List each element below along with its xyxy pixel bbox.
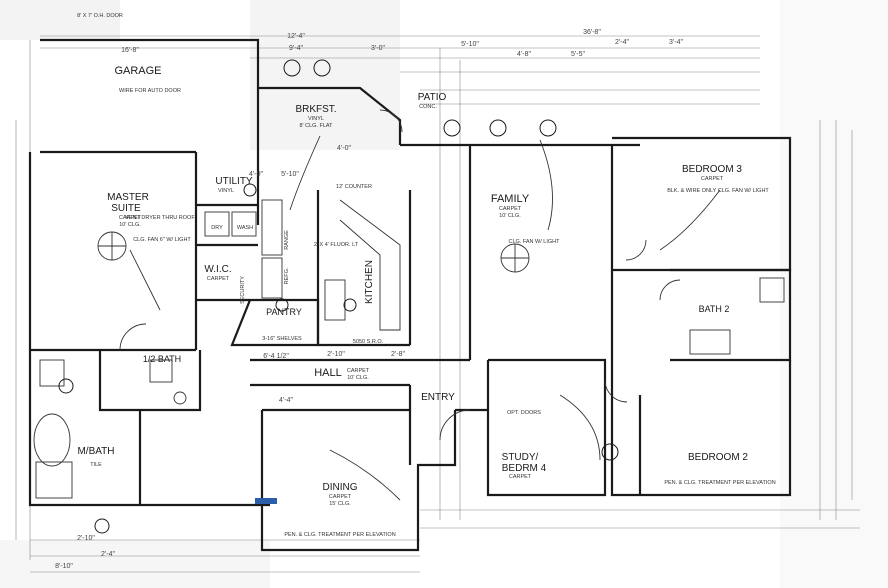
dim-kitchen-depth: 4'-0"	[337, 145, 351, 152]
note-master: VENT DRYER THRU ROOF	[125, 215, 195, 221]
room-breakfast-note2: 8' CLG. FLAT	[299, 123, 333, 129]
dim-garage: 16'-8"	[121, 47, 139, 54]
room-wic: W.I.C.	[204, 264, 231, 275]
note-garage-size: 8' X 7' O.H. DOOR	[77, 13, 123, 19]
room-patio-note: CONC.	[419, 104, 437, 110]
room-hall: HALL	[314, 367, 342, 379]
dim-hall-b: 2'-10"	[327, 351, 345, 358]
dim-bottom-mid: 2'-4"	[101, 551, 115, 558]
dim-hall-a: 6'-4 1/2"	[263, 353, 289, 360]
dim-top-overall: 36'-8"	[583, 29, 601, 36]
room-hall-note: CARPET	[347, 368, 370, 374]
note-hall-shelves: 5050 S.R.O.	[353, 339, 384, 345]
circle-markers	[58, 59, 619, 534]
room-master-suite: MASTER	[107, 192, 149, 203]
note-bedroom2-window: PEN. & CLG. TREATMENT PER ELEVATION	[664, 480, 775, 486]
note-wash: WASH	[237, 225, 253, 231]
note-kitchen-light: 2' X 4' FLUOR. LT	[314, 242, 359, 248]
dim-entry: 4'-4"	[279, 397, 293, 404]
room-study: STUDY/	[502, 452, 539, 463]
room-wic-note: CARPET	[207, 276, 230, 282]
note-study-doors: OPT. DOORS	[507, 410, 541, 416]
room-family: FAMILY	[491, 193, 530, 205]
room-garage: GARAGE	[114, 65, 161, 77]
dim-brkfst-sub: 9'-4"	[289, 45, 303, 52]
room-bedroom-2: BEDROOM 2	[688, 452, 748, 463]
room-utility: UTILITY	[215, 176, 253, 187]
note-dry: DRY	[211, 225, 223, 231]
room-pantry: PANTRY	[266, 307, 302, 317]
note-garage: WIRE FOR AUTO DOOR	[119, 88, 181, 94]
note-refg: REFG.	[284, 267, 290, 284]
room-bedroom-3: BEDROOM 3	[682, 164, 742, 175]
room-kitchen-note: 12' COUNTER	[336, 184, 372, 190]
dim-bottom-left2: 2'-10"	[77, 535, 95, 542]
note-dining-window: PEN. & CLG. TREATMENT PER ELEVATION	[284, 532, 395, 538]
fixtures	[33, 109, 785, 501]
dim-bottom-left: 8'-10"	[55, 563, 73, 570]
room-family-note: CARPET	[499, 206, 522, 212]
room-dining-note2: 15' CLG.	[329, 501, 351, 507]
note-family-fan: CLG. FAN W/ LIGHT	[508, 239, 560, 245]
room-entry: ENTRY	[421, 392, 455, 403]
dim-3-4: 3'-4"	[669, 39, 683, 46]
dim-util-b: 4'-0"	[249, 171, 263, 178]
dim-3-0: 3'-0"	[371, 45, 385, 52]
scan-mark	[255, 498, 277, 504]
room-dining-note: CARPET	[329, 494, 352, 500]
note-master-fan: CLG. FAN 6" W/ LIGHT	[133, 237, 191, 243]
dim-hall-c: 2'-8"	[391, 351, 405, 358]
room-study-note: CARPET	[509, 474, 532, 480]
room-mbath: M/BATH	[77, 446, 114, 457]
note-range: RANGE	[284, 230, 290, 250]
room-pantry-note: 3-16" SHELVES	[262, 336, 302, 342]
room-mbath-note: TILE	[90, 462, 102, 468]
room-bedroom3-note: CARPET	[701, 176, 724, 182]
room-study-2: BEDRM 4	[502, 463, 547, 474]
dim-2-4: 2'-4"	[615, 39, 629, 46]
room-kitchen: KITCHEN	[364, 260, 375, 304]
room-master-note: CARPET	[119, 215, 142, 221]
room-bath-2: BATH 2	[699, 304, 730, 314]
room-master-note2: 10' CLG.	[119, 222, 141, 228]
room-breakfast-note: VINYL	[308, 116, 324, 122]
note-bedroom3-fan: BLK. & WIRE ONLY CLG. FAN W/ LIGHT	[667, 188, 769, 194]
room-dining: DINING	[323, 482, 358, 493]
room-patio: PATIO	[418, 92, 447, 103]
note-security: SECURITY	[240, 276, 246, 304]
room-master-suite-2: SUITE	[111, 203, 141, 214]
dim-brkfst: 12'-4"	[287, 33, 305, 40]
walls	[28, 38, 792, 552]
dim-4-8: 4'-8"	[517, 51, 531, 58]
dim-utility: 5'-10"	[281, 171, 299, 178]
room-half-bath: 1/2 BATH	[143, 354, 181, 364]
dim-5-10: 5'-10"	[461, 41, 479, 48]
room-family-note2: 10' CLG.	[499, 213, 521, 219]
room-utility-note: VINYL	[218, 188, 234, 194]
room-breakfast: BRKFST.	[295, 104, 336, 115]
dim-5-5: 5'-5"	[571, 51, 585, 58]
dimension-lines	[15, 35, 860, 573]
room-hall-note2: 10' CLG.	[347, 375, 369, 381]
